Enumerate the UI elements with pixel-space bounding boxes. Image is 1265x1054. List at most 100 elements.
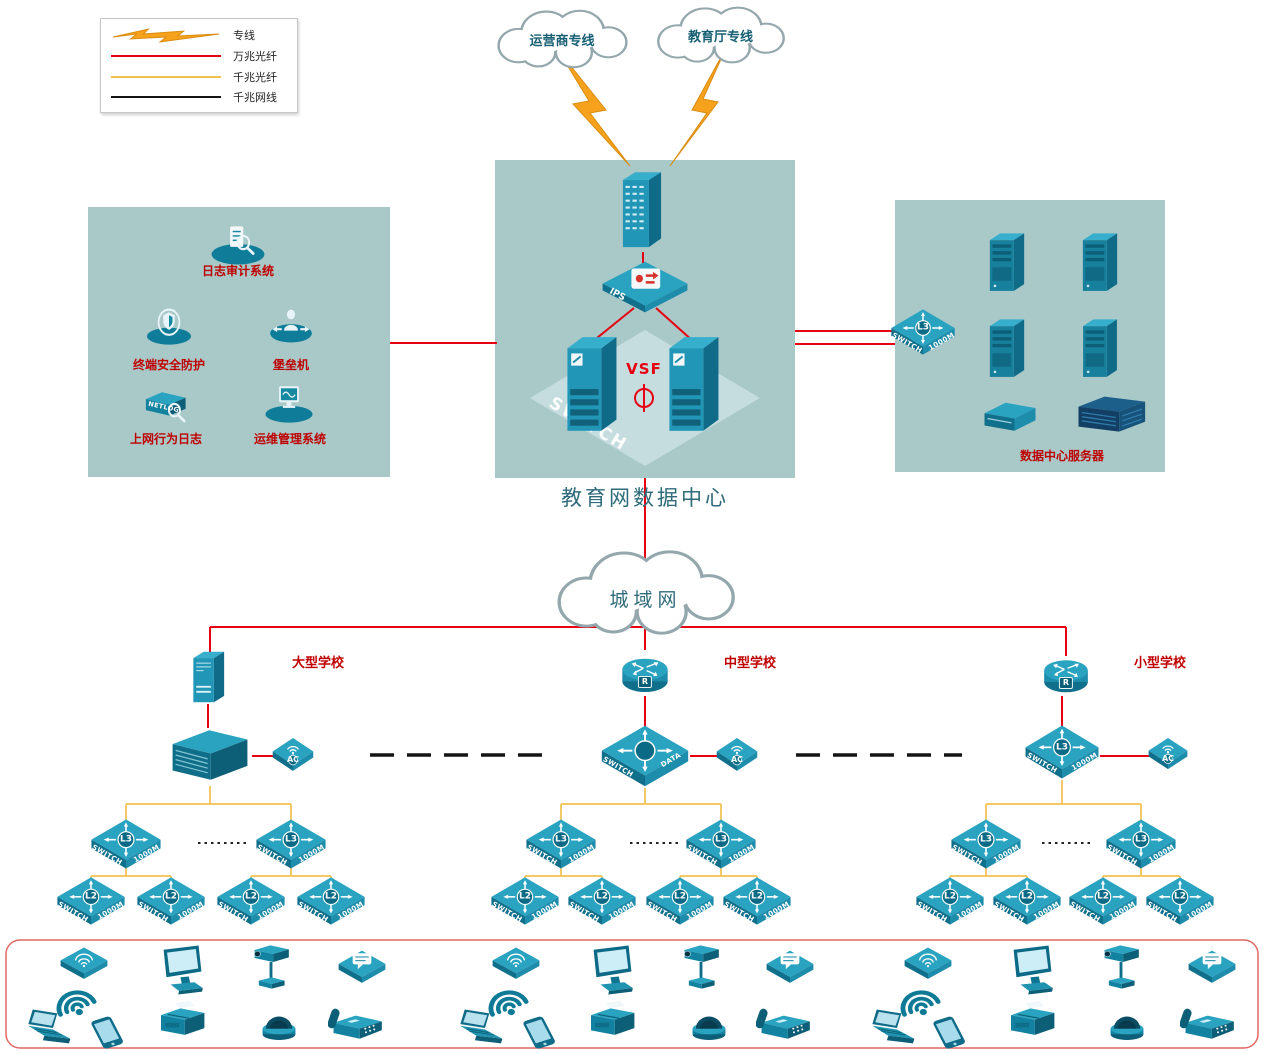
laptop-icon <box>456 1008 514 1048</box>
ops-management-label: 运维管理系统 <box>253 432 326 446</box>
rack-server-icon <box>1076 230 1124 296</box>
small-school-core-switch: SWITCH 1000M L3 <box>1024 724 1100 780</box>
bastion-host <box>262 304 320 346</box>
large-school-core-switch <box>168 724 252 786</box>
large-school-l2-switch-3: SWITCH 1000M L2 <box>216 876 286 926</box>
red-line-sample <box>111 55 221 58</box>
server-icon <box>558 330 624 442</box>
ops-management-icon <box>265 386 313 423</box>
monitor-icon <box>1008 944 1064 996</box>
terminal-security-system <box>140 304 198 346</box>
l2-badge: L2 <box>1097 891 1109 902</box>
cctv-camera-icon <box>246 942 296 998</box>
router-icon <box>618 648 672 698</box>
large-school-l3-switch-2: SWITCH 1000M L3 <box>255 818 327 870</box>
l3-badge: L3 <box>120 834 132 845</box>
cctv-camera <box>676 942 726 998</box>
l3-badge: L3 <box>555 834 567 845</box>
blade-chassis <box>1072 390 1150 440</box>
fiber-10g-lines <box>207 252 1149 757</box>
cctv-camera <box>1096 942 1146 998</box>
wifi-ap-icon <box>58 946 110 982</box>
l2-badge: L2 <box>165 891 177 902</box>
l3-badge: L3 <box>1056 742 1068 753</box>
vsf-ring-icon <box>632 384 656 412</box>
desktop-monitor <box>588 944 644 996</box>
messaging-device <box>764 948 816 986</box>
l3-badge: L3 <box>715 834 727 845</box>
ac-badge: AC <box>730 755 744 764</box>
cctv-camera-icon <box>1096 942 1146 998</box>
dome-camera <box>256 1002 302 1044</box>
legend-label: 千兆网线 <box>233 90 277 104</box>
medium-school-l2-switch-4: SWITCH 1000M L2 <box>722 876 792 926</box>
rack-server-icon <box>983 230 1031 296</box>
fiber-1g-lines <box>90 780 1181 882</box>
l2-badge: L2 <box>245 891 257 902</box>
large-school-l3-switch-1: SWITCH 1000M L3 <box>90 818 162 870</box>
log-audit-icon <box>211 226 265 265</box>
dome-camera-icon <box>686 1002 732 1044</box>
blade-chassis-icon <box>1072 390 1150 440</box>
smartphone-icon <box>926 1014 972 1054</box>
monitor-icon <box>588 944 644 996</box>
ip-phone-icon <box>328 1004 386 1046</box>
rack-server-1 <box>983 230 1031 296</box>
medium-school-label: 中型学校 <box>723 656 776 671</box>
legend-row-1g-cat: 千兆网线 <box>111 89 287 105</box>
medium-school-l3-switch-1: SWITCH 1000M L3 <box>525 818 597 870</box>
dome-camera <box>686 1002 732 1044</box>
yellow-line-sample <box>111 75 221 78</box>
l2-badge: L2 <box>944 891 956 902</box>
router-icon <box>1040 650 1092 698</box>
laptop <box>868 1008 926 1048</box>
large-school-l2-switch-1: SWITCH 1000M L2 <box>56 876 126 926</box>
ip-phone <box>1180 1004 1238 1046</box>
medium-school-core-switch: SWITCH DATA CENTER <box>600 724 693 788</box>
cloud-man-label: 城域网 <box>609 588 682 611</box>
l2-badge: L2 <box>751 891 763 902</box>
smartphone <box>84 1014 130 1054</box>
printer <box>154 1000 210 1044</box>
lightning-bolt-isp <box>557 49 631 167</box>
cloud-edu-label: 教育厅专线 <box>687 30 753 46</box>
core-server-2 <box>660 330 726 442</box>
small-school-label: 小型学校 <box>1133 656 1186 671</box>
storage-icon <box>980 394 1040 436</box>
ac-badge: AC <box>1161 753 1175 763</box>
chat-icon <box>1186 948 1238 986</box>
ip-phone-icon <box>756 1004 814 1046</box>
l2-badge: L2 <box>519 891 531 902</box>
l2-badge: L2 <box>325 891 337 902</box>
vsf-label: VSF <box>626 360 662 378</box>
messaging-device <box>1186 948 1238 986</box>
core-server-1 <box>558 330 624 442</box>
medium-school-l2-switch-3: SWITCH 1000M L2 <box>645 876 715 926</box>
legend-label: 专线 <box>233 29 255 43</box>
storage-device <box>980 394 1040 436</box>
large-school-label: 大型学校 <box>291 656 344 671</box>
l2-badge: L2 <box>1174 891 1186 902</box>
wifi-ap <box>902 946 954 982</box>
log-audit-system <box>205 222 271 266</box>
legend-row-dedicated: 专线 <box>111 26 287 44</box>
printer-icon <box>1004 1000 1060 1044</box>
net-behavior-log-label: 上网行为日志 <box>129 432 202 446</box>
messaging-device <box>336 948 388 986</box>
legend-label: 万兆光纤 <box>233 50 277 64</box>
wifi-ap-icon <box>902 946 954 982</box>
bastion-label: 堡垒机 <box>272 358 309 372</box>
large-school-ac: AC <box>270 736 316 776</box>
wifi-ap-icon <box>490 946 542 982</box>
chat-icon <box>336 948 388 986</box>
lightning-bolt-edu <box>669 47 727 167</box>
desktop-monitor <box>158 944 214 996</box>
server-icon <box>660 330 726 442</box>
l3-badge: L3 <box>917 322 929 333</box>
medium-school-ac: AC <box>714 736 760 776</box>
netlog-icon <box>145 392 186 423</box>
large-school-router <box>186 648 230 706</box>
rack-server-3 <box>983 316 1031 382</box>
l3-badge: L3 <box>285 834 297 845</box>
